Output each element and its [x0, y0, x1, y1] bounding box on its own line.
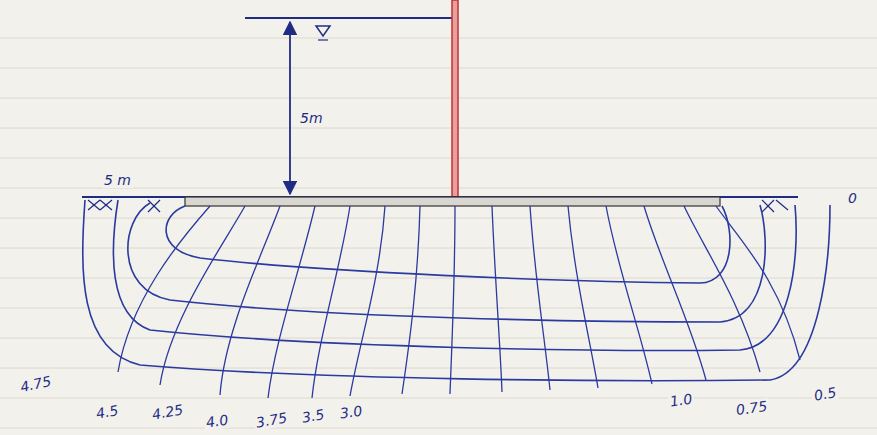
potential-label: 0.75 — [733, 398, 770, 419]
potential-label: 4.5 — [93, 402, 122, 422]
potential-label: 1.0 — [667, 390, 695, 409]
potential-label: 5m — [298, 110, 325, 126]
potential-label: 0.5 — [811, 384, 840, 404]
potential-label: 3.0 — [337, 402, 365, 421]
potential-label: 5 m — [102, 172, 133, 188]
potential-label: 0 — [846, 190, 859, 206]
potential-label: 4.75 — [17, 373, 55, 396]
potential-label: 4.25 — [149, 401, 186, 423]
potential-label: 3.5 — [299, 406, 328, 426]
